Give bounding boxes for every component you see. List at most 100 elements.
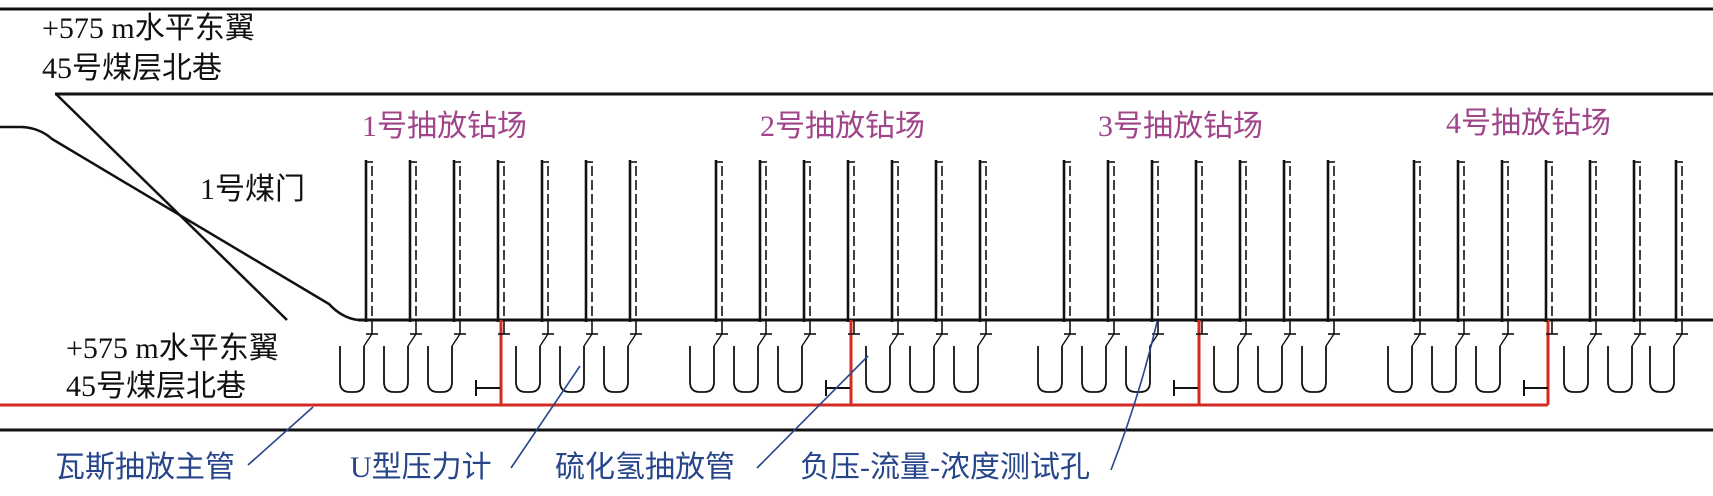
borehole bbox=[1062, 160, 1076, 335]
u-gauge bbox=[1213, 346, 1239, 393]
u-gauge bbox=[1563, 346, 1589, 393]
leader-test-hole bbox=[1110, 321, 1158, 471]
u-gauge-link bbox=[1499, 333, 1509, 347]
site-label-1: 1号抽放钻场 bbox=[362, 110, 527, 143]
u-gauge-link bbox=[977, 333, 987, 347]
u-gauge bbox=[1257, 346, 1283, 393]
u-gauge-link bbox=[1411, 333, 1421, 347]
u-gauge bbox=[1607, 346, 1633, 393]
u-gauge-link bbox=[713, 333, 723, 347]
borehole bbox=[1238, 160, 1252, 335]
u-gauge-link bbox=[1325, 333, 1335, 347]
roadway-label-top-line2: 45号煤层北巷 bbox=[42, 52, 222, 85]
roadway-label-bottom-line2: 45号煤层北巷 bbox=[66, 370, 246, 403]
borehole bbox=[758, 160, 772, 335]
u-gauge bbox=[733, 346, 759, 393]
legend-h2s-pipe: 硫化氢抽放管 bbox=[555, 451, 735, 484]
u-gauge-link bbox=[1673, 333, 1683, 347]
roadway-label-top-line1: +575 m水平东翼 bbox=[42, 12, 255, 45]
borehole bbox=[802, 160, 816, 335]
leader-gas-main bbox=[247, 406, 314, 466]
u-gauge bbox=[1649, 346, 1675, 393]
u-gauge bbox=[427, 346, 453, 393]
borehole bbox=[1150, 160, 1164, 335]
roadway-label-bottom-line1: +575 m水平东翼 bbox=[66, 332, 279, 365]
u-gauge-link bbox=[1631, 333, 1641, 347]
u-gauge-link bbox=[407, 333, 417, 347]
u-gauge-link bbox=[1237, 333, 1247, 347]
legend-test-hole: 负压-流量-浓度测试孔 bbox=[800, 451, 1090, 484]
legend-gas-main: 瓦斯抽放主管 bbox=[55, 451, 235, 484]
coal-door-upper-edge bbox=[55, 93, 288, 321]
leader-h2s-pipe bbox=[756, 355, 869, 469]
borehole bbox=[1632, 160, 1646, 335]
borehole bbox=[1456, 160, 1470, 335]
borehole bbox=[408, 160, 422, 335]
boreholes-group bbox=[364, 160, 1688, 335]
borehole bbox=[934, 160, 948, 335]
u-gauge bbox=[1301, 346, 1327, 393]
u-gauge-link bbox=[1587, 333, 1597, 347]
site-label-2: 2号抽放钻场 bbox=[760, 110, 925, 143]
u-gauge-link bbox=[627, 333, 637, 347]
site-label-3: 3号抽放钻场 bbox=[1098, 110, 1263, 143]
u-gauge-link bbox=[933, 333, 943, 347]
u-gauge-link bbox=[889, 333, 899, 347]
u-gauge-link bbox=[539, 333, 549, 347]
u-gauge bbox=[1387, 346, 1413, 393]
h2s-pipes-group bbox=[475, 380, 1548, 396]
u-gauge bbox=[909, 346, 935, 393]
u-gauge bbox=[953, 346, 979, 393]
u-gauge bbox=[1431, 346, 1457, 393]
borehole bbox=[628, 160, 642, 335]
borehole bbox=[1194, 160, 1208, 335]
borehole bbox=[584, 160, 598, 335]
borehole bbox=[452, 160, 466, 335]
u-gauge-link bbox=[1061, 333, 1071, 347]
borehole bbox=[364, 160, 378, 335]
borehole bbox=[1588, 160, 1602, 335]
u-gauge-link bbox=[363, 333, 373, 347]
u-gauge bbox=[777, 346, 803, 393]
borehole bbox=[1500, 160, 1514, 335]
u-gauge-link bbox=[801, 333, 811, 347]
u-gauge-link bbox=[757, 333, 767, 347]
borehole bbox=[1282, 160, 1296, 335]
borehole bbox=[496, 160, 510, 335]
borehole bbox=[714, 160, 728, 335]
u-gauge bbox=[1125, 346, 1151, 393]
u-gauge bbox=[383, 346, 409, 393]
borehole bbox=[1674, 160, 1688, 335]
u-gauge bbox=[1081, 346, 1107, 393]
legend-u-gauge: U型压力计 bbox=[350, 451, 492, 484]
u-gauge bbox=[559, 346, 585, 393]
branch-pipes bbox=[499, 320, 1550, 405]
borehole bbox=[1412, 160, 1426, 335]
u-gauge-link bbox=[1105, 333, 1115, 347]
borehole bbox=[540, 160, 554, 335]
u-gauge bbox=[865, 346, 891, 393]
u-gauge bbox=[603, 346, 629, 393]
u-gauges-group bbox=[339, 333, 1683, 393]
coal-door-lower-edge bbox=[0, 125, 359, 322]
borehole bbox=[1326, 160, 1340, 335]
site-label-4: 4号抽放钻场 bbox=[1446, 107, 1611, 140]
u-gauge bbox=[1037, 346, 1063, 393]
u-gauge-link bbox=[451, 333, 461, 347]
u-gauge bbox=[339, 346, 365, 393]
borehole bbox=[1106, 160, 1120, 335]
u-gauge-link bbox=[583, 333, 593, 347]
u-gauge-link bbox=[1281, 333, 1291, 347]
u-gauge bbox=[689, 346, 715, 393]
borehole bbox=[978, 160, 992, 335]
leader-u-gauge bbox=[510, 365, 581, 469]
u-gauge-link bbox=[1455, 333, 1465, 347]
coal-door-label: 1号煤门 bbox=[200, 173, 305, 206]
borehole bbox=[890, 160, 904, 335]
u-gauge bbox=[1475, 346, 1501, 393]
u-gauge bbox=[515, 346, 541, 393]
borehole bbox=[846, 160, 860, 335]
borehole bbox=[1544, 160, 1558, 335]
